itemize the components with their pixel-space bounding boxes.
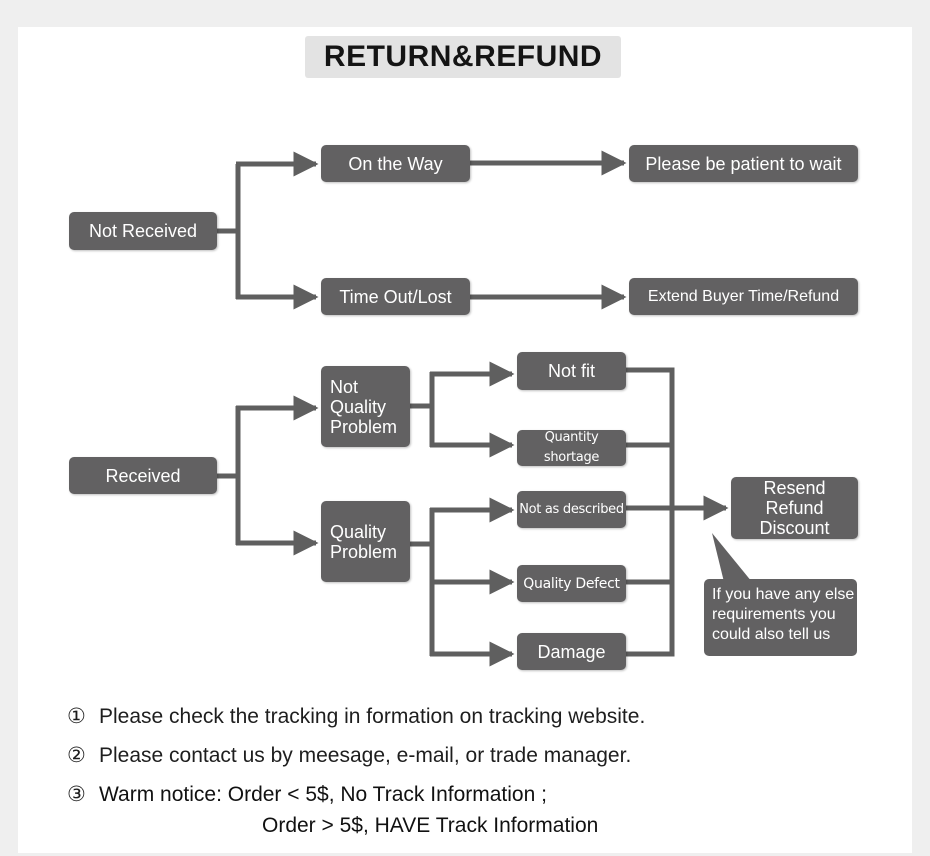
node-quality-problem: Quality Problem (321, 501, 410, 582)
node-not-quality-line3: Problem (330, 416, 398, 437)
note-3: ③ Warm notice: Order < 5$, No Track Infor… (67, 782, 547, 807)
node-time-out-lost: Time Out/Lost (321, 278, 470, 315)
collector-line (626, 367, 675, 657)
node-quantity-shortage: Quantity shortage (517, 430, 626, 466)
node-not-received: Not Received (69, 212, 217, 250)
note-3-text-line2: Order > 5$, HAVE Track Information (262, 814, 599, 837)
node-not-quality-line2: Quality (330, 396, 387, 417)
note-3-number: ③ (67, 783, 86, 806)
note-2-number: ② (67, 744, 86, 767)
node-not-fit: Not fit (517, 352, 626, 390)
node-resend-refund-discount: Resend Refund Discount (731, 477, 858, 539)
note-1-number: ① (67, 705, 86, 728)
node-quality-line1: Quality (330, 521, 387, 542)
resend-line2: Refund (765, 498, 824, 518)
node-not-as-described: Not as described (517, 491, 626, 528)
node-not-quality-problem: Not Quality Problem (321, 366, 410, 447)
bubble-line2: requirements you (712, 606, 836, 623)
resend-line3: Discount (759, 518, 830, 538)
node-not-quality-line1: Not (330, 376, 359, 397)
page-title: RETURN&REFUND (305, 36, 621, 78)
node-received: Received (69, 457, 217, 494)
node-please-be-patient: Please be patient to wait (629, 145, 858, 182)
note-2-text: Please contact us by meesage, e-mail, or… (99, 744, 632, 767)
bubble-line1: If you have any else (712, 586, 855, 603)
node-quality-defect: Quality Defect (517, 565, 626, 602)
connector-not-received (217, 164, 241, 299)
node-on-the-way: On the Way (321, 145, 470, 182)
connector-quality (410, 508, 435, 656)
bubble-line3: could also tell us (712, 626, 831, 643)
note-3-continued: Order > 5$, HAVE Track Information (262, 814, 598, 838)
note-2: ② Please contact us by meesage, e-mail, o… (67, 743, 631, 768)
note-3-text: Warm notice: Order < 5$, No Track Inform… (99, 783, 547, 806)
speech-bubble: If you have any else requirements you co… (704, 579, 857, 656)
bubble-tail (712, 533, 752, 582)
note-1-text: Please check the tracking in formation o… (99, 705, 646, 728)
connector-not-quality (410, 372, 435, 447)
node-quality-line2: Problem (330, 541, 398, 562)
node-damage: Damage (517, 633, 626, 670)
node-extend-buyer-time: Extend Buyer Time/Refund (629, 278, 858, 315)
resend-line1: Resend (763, 478, 826, 498)
connector-received (217, 406, 241, 545)
note-1: ① Please check the tracking in formation … (67, 704, 645, 729)
